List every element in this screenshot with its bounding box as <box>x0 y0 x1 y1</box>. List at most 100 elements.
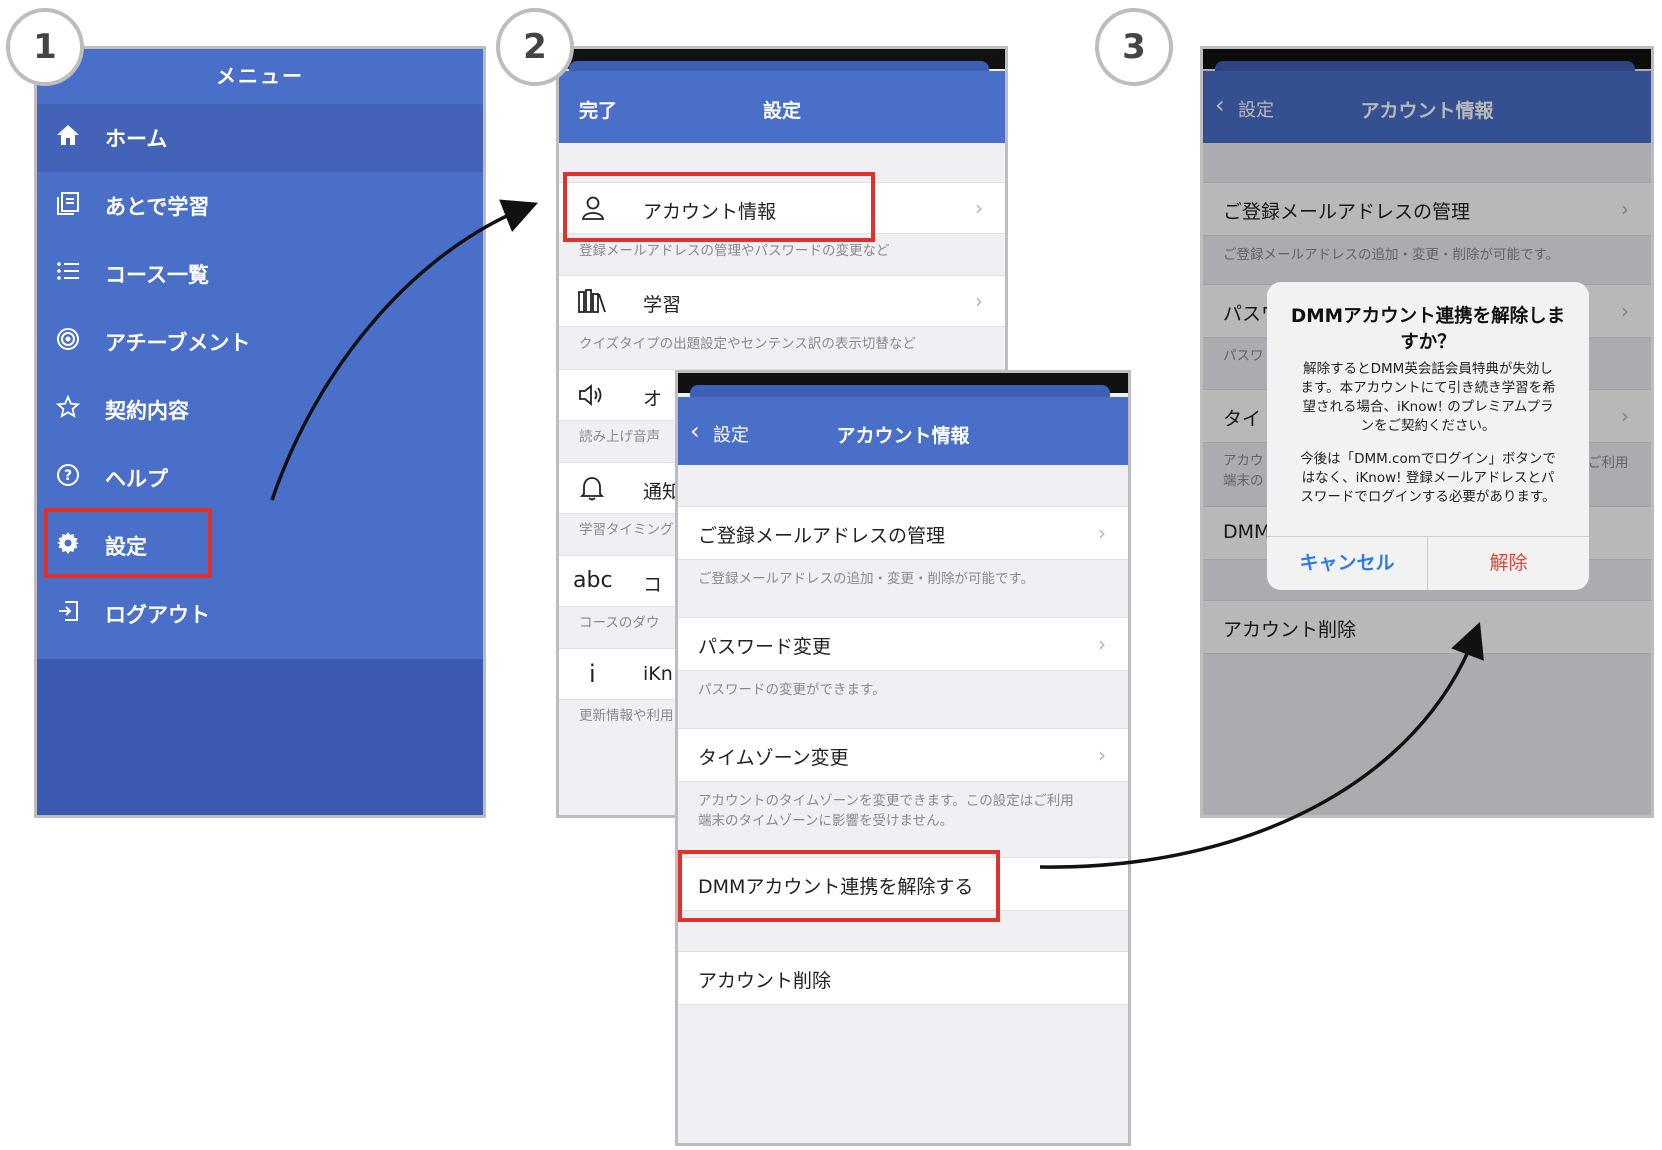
row-note: クイズタイプの出題設定やセンテンス訳の表示切替など <box>579 336 916 352</box>
menu-item-label: 契約内容 <box>105 399 189 423</box>
chevron-left-icon[interactable]: ‹ <box>1215 91 1225 119</box>
row-label: パスワード変更 <box>698 636 832 658</box>
row-label: 通知 <box>643 481 682 503</box>
abc-icon: abc <box>573 568 613 593</box>
dialog-title-line: DMMアカウント連携を解除しま <box>1290 306 1566 327</box>
speaker-icon <box>577 382 607 413</box>
menu-item-label: ヘルプ <box>105 467 168 491</box>
logout-icon <box>55 599 81 629</box>
row-note: 学習タイミング <box>579 522 674 538</box>
row-label: DMMアカウント連携を解除する <box>698 876 974 898</box>
chevron-right-icon: › <box>1098 743 1106 767</box>
delete-account-row[interactable]: アカウント削除 <box>678 951 1128 1005</box>
menu-item-label: アチーブメント <box>105 331 251 355</box>
chevron-right-icon: › <box>975 289 983 313</box>
row-note: 更新情報や利用 <box>579 708 674 724</box>
step-badge-2: 2 <box>496 8 574 86</box>
dialog-message-line: スワードでログインする必要があります。 <box>1300 489 1556 505</box>
row-note: 端末の <box>1223 473 1264 489</box>
chevron-right-icon: › <box>975 196 983 220</box>
step-badge-1: 1 <box>6 8 84 86</box>
books-icon <box>577 288 607 319</box>
menu-item-label: ホーム <box>105 127 168 151</box>
menu-item-study-later[interactable]: あとで学習 <box>37 172 483 240</box>
row-note: 端末のタイムゾーンに影響を受けません。 <box>698 813 954 829</box>
list-icon <box>55 261 81 287</box>
chevron-left-icon[interactable]: ‹ <box>690 417 700 445</box>
menu-title: メニュー <box>37 49 483 104</box>
row-label: iKn <box>643 663 673 685</box>
row-label: ご登録メールアドレスの管理 <box>698 525 946 547</box>
row-note: コースのダウ <box>579 615 660 631</box>
row-label: アカウント情報 <box>643 201 777 223</box>
menu-panel: メニュー ホーム あとで学習 コース一覧 アチーブメント <box>34 46 486 818</box>
account-navbar: ‹ 設定 アカウント情報 <box>678 397 1128 465</box>
home-icon <box>55 124 81 152</box>
email-row[interactable]: ご登録メールアドレスの管理 › <box>1203 182 1651 236</box>
row-label: DMM <box>1223 521 1271 543</box>
account-info-panel: ‹ 設定 アカウント情報 ご登録メールアドレスの管理 › ご登録メールアドレスの… <box>675 370 1131 1146</box>
row-label: アカウント削除 <box>698 970 832 992</box>
chevron-right-icon: › <box>1621 197 1629 221</box>
person-icon <box>581 195 605 226</box>
row-note: パスワードの変更ができます。 <box>698 682 886 698</box>
menu-item-label: 設定 <box>105 535 147 559</box>
dialog-title-line: すか？ <box>1400 332 1456 353</box>
dialog-message-line: はなく、iKnow! 登録メールアドレスとパ <box>1301 470 1555 486</box>
dialog-message-line: 解除するとDMM英会話会員特典が失効し <box>1303 361 1553 377</box>
svg-text:?: ? <box>64 468 72 484</box>
account-title: アカウント情報 <box>836 425 970 447</box>
row-note: ご登録メールアドレスの追加・変更・削除が可能です。 <box>1223 247 1560 263</box>
highlight-unlink-dmm <box>678 850 1000 922</box>
settings-row-study[interactable]: 学習 › <box>559 275 1005 327</box>
menu-item-home[interactable]: ホーム <box>37 104 483 172</box>
cancel-button[interactable]: キャンセル <box>1299 552 1395 574</box>
row-note-right: ご利用 <box>1588 455 1629 471</box>
row-label: パスワ <box>1223 303 1281 325</box>
confirm-unlink-button[interactable]: 解除 <box>1489 552 1528 574</box>
timezone-row[interactable]: タイムゾーン変更 › <box>678 728 1128 782</box>
menu-item-settings[interactable]: 設定 <box>37 512 483 580</box>
menu-item-course-list[interactable]: コース一覧 <box>37 240 483 308</box>
back-button[interactable]: 設定 <box>1238 100 1274 121</box>
row-label: 学習 <box>643 294 682 316</box>
bookmark-list-icon <box>55 191 81 221</box>
account-navbar: ‹ 設定 アカウント情報 <box>1203 71 1651 143</box>
menu-item-help[interactable]: ? ヘルプ <box>37 444 483 512</box>
password-row[interactable]: パスワード変更 › <box>678 617 1128 671</box>
row-label: タイ <box>1223 408 1262 430</box>
settings-row-account[interactable]: アカウント情報 › <box>559 182 1005 234</box>
row-note: 登録メールアドレスの管理やパスワードの変更など <box>579 243 890 259</box>
dialog-message: 解除するとDMM英会話会員特典が失効し ます。本アカウントにて引き続き学習を希 … <box>1267 360 1589 507</box>
chevron-right-icon: › <box>1621 299 1629 323</box>
dialog-message-line: ます。本アカウントにて引き続き学習を希 <box>1300 380 1556 396</box>
back-button[interactable]: 設定 <box>713 425 749 446</box>
highlight-account-info <box>563 172 875 242</box>
highlight-settings <box>44 508 212 578</box>
step-badge-3: 3 <box>1095 8 1173 86</box>
row-label: オ <box>643 388 663 410</box>
row-note: アカウントのタイムゾーンを変更できます。この設定はご利用 <box>698 793 1074 809</box>
help-icon: ? <box>55 463 81 493</box>
menu-item-label: あとで学習 <box>105 195 210 219</box>
menu-item-label: ログアウト <box>105 603 210 627</box>
chevron-right-icon: › <box>1098 632 1106 656</box>
dialog-message-line: ンをご契約ください。 <box>1360 418 1496 434</box>
dialog-divider <box>1267 536 1589 537</box>
row-note: ご登録メールアドレスの追加・変更・削除が可能です。 <box>698 571 1035 587</box>
menu-item-contract[interactable]: 契約内容 <box>37 376 483 444</box>
done-button[interactable]: 完了 <box>579 100 618 122</box>
settings-navbar: 完了 設定 <box>559 71 1005 143</box>
confirm-panel: ‹ 設定 アカウント情報 ご登録メールアドレスの管理 › ご登録メールアドレスの… <box>1200 46 1654 818</box>
row-label: タイムゾーン変更 <box>698 747 849 769</box>
bell-icon <box>579 475 605 506</box>
unlink-confirm-dialog: DMMアカウント連携を解除しま すか？ 解除するとDMM英会話会員特典が失効し … <box>1267 282 1589 590</box>
info-icon: i <box>589 660 596 688</box>
dialog-message-line: 望される場合、iKnow! のプレミアムプラ <box>1302 399 1554 415</box>
menu-item-logout[interactable]: ログアウト <box>37 580 483 648</box>
gear-icon <box>55 531 81 561</box>
dialog-button-divider <box>1427 536 1428 590</box>
email-row[interactable]: ご登録メールアドレスの管理 › <box>678 506 1128 560</box>
settings-title: 設定 <box>762 100 801 122</box>
menu-item-achievement[interactable]: アチーブメント <box>37 308 483 376</box>
